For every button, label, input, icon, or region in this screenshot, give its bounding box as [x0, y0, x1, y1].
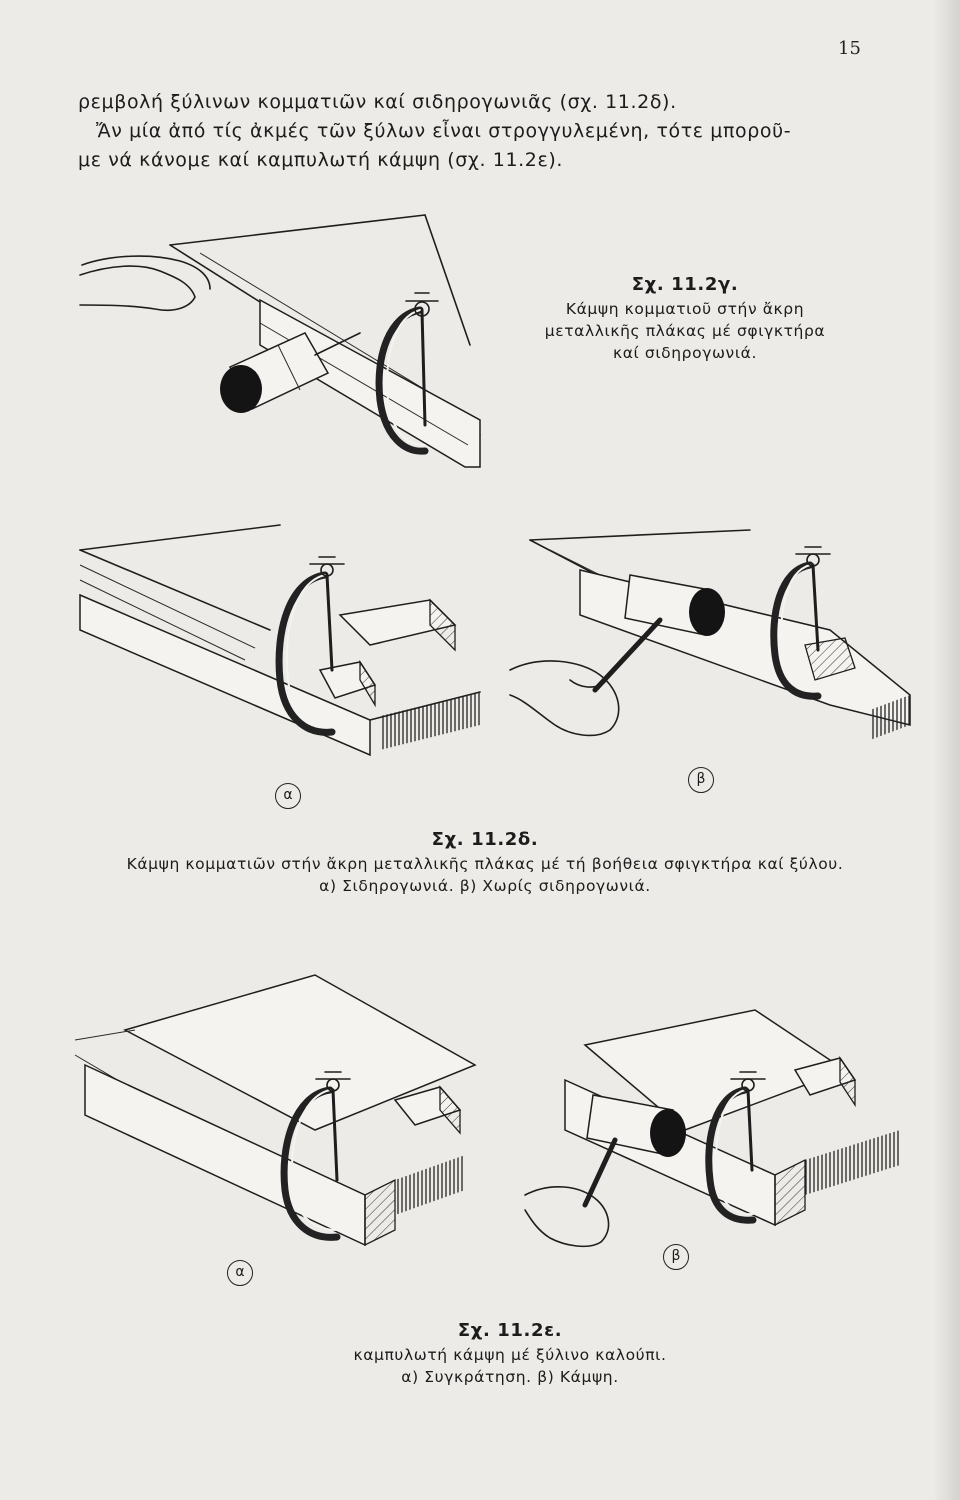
hand [79, 255, 211, 312]
figure-11-2e-caption-line-1: καμπυλωτή κάμψη μέ ξύλινο καλούπι. [353, 1346, 667, 1364]
figure-11-2d-caption: Σχ. 11.2δ. Κάμψη κομματιῶν στήν ἄκρη μετ… [80, 827, 890, 897]
page-number: 15 [838, 38, 861, 59]
figure-11-2d-a-illustration [70, 520, 490, 770]
c-clamp [275, 556, 345, 736]
figure-11-2g-caption-line-1: Κάμψη κομματιοῦ στήν ἄκρη [565, 300, 805, 318]
figure-11-2g-caption: Σχ. 11.2γ. Κάμψη κομματιοῦ στήν ἄκρη μετ… [505, 272, 865, 364]
figure-11-2g-caption-line-3: καί σιδηρογωνιά. [612, 344, 758, 362]
figure-11-2d-b-illustration [500, 520, 920, 770]
figure-11-2d-caption-line-2: α) Σιδηρογωνιά. β) Χωρίς σιδηρογωνιά. [319, 877, 651, 895]
hand [524, 1185, 610, 1248]
mallet [592, 574, 725, 693]
intro-line-2: Ἄν μία ἀπό τίς ἀκμές τῶν ξύλων εἶναι στρ… [96, 120, 792, 142]
figure-11-2g-title: Σχ. 11.2γ. [631, 274, 739, 295]
figure-11-2e-b-illustration [505, 1000, 915, 1250]
figure-11-2e-a-illustration [65, 955, 485, 1255]
intro-line-1: ρεμβολή ξύλινων κομματιῶν καί σιδηρογωνι… [78, 91, 677, 113]
mallet [582, 1094, 686, 1208]
binding-shadow [933, 0, 959, 1500]
c-clamp [705, 1071, 766, 1224]
figure-11-2e-label-b: β [663, 1244, 689, 1270]
c-clamp [375, 292, 439, 455]
intro-paragraph: ρεμβολή ξύλινων κομματιῶν καί σιδηρογωνι… [78, 88, 858, 175]
metal-plate [79, 524, 281, 661]
intro-line-3: με νά κάνομε καί καμπυλωτή κάμψη (σχ. 11… [78, 149, 564, 171]
figure-11-2d-label-b: β [688, 767, 714, 793]
figure-11-2d-title: Σχ. 11.2δ. [431, 829, 539, 850]
hand [509, 660, 620, 737]
figure-11-2e-caption-line-2: α) Συγκράτηση. β) Κάμψη. [401, 1368, 619, 1386]
figure-11-2g-illustration [70, 205, 510, 480]
c-clamp [280, 1071, 351, 1241]
angle-iron [79, 593, 481, 757]
c-clamp [770, 546, 831, 700]
figure-11-2d-caption-line-1: Κάμψη κομματιῶν στήν ἄκρη μεταλλικῆς πλά… [126, 855, 844, 873]
figure-11-2e-caption: Σχ. 11.2ε. καμπυλωτή κάμψη μέ ξύλινο καλ… [250, 1318, 770, 1388]
figure-11-2g-caption-line-2: μεταλλικῆς πλάκας μέ σφιγκτήρα [544, 322, 826, 340]
wood-block-hatched [318, 598, 457, 708]
figure-11-2d-label-a: α [275, 783, 301, 809]
figure-11-2e-title: Σχ. 11.2ε. [457, 1320, 563, 1341]
figure-11-2e-label-a: α [227, 1260, 253, 1286]
mallet [220, 332, 361, 413]
